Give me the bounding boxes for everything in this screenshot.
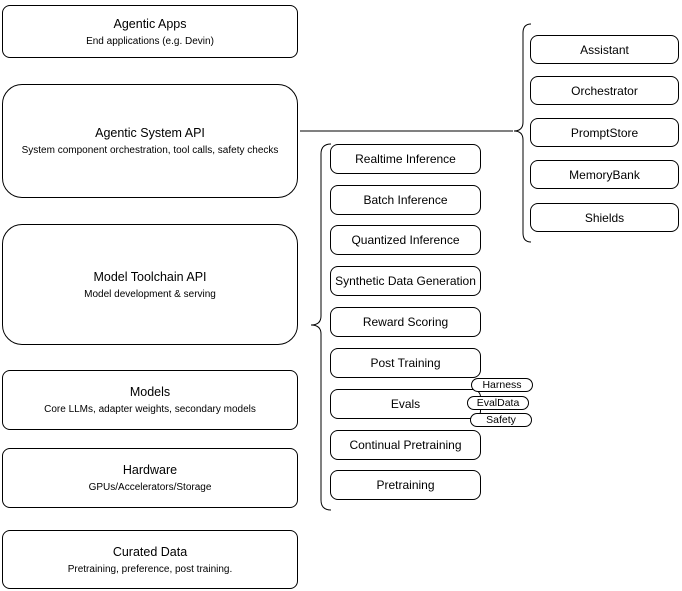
node-quantized-inference: Quantized Inference [330, 225, 481, 255]
node-post-training: Post Training [330, 348, 481, 378]
node-batch-inference: Batch Inference [330, 185, 481, 215]
box-subtitle: Model development & serving [84, 288, 216, 300]
box-curated-data: Curated Data Pretraining, preference, po… [2, 530, 298, 589]
box-subtitle: Pretraining, preference, post training. [67, 563, 233, 575]
node-label: Continual Pretraining [349, 438, 462, 452]
box-subtitle: System component orchestration, tool cal… [21, 145, 279, 156]
node-label: Shields [584, 210, 625, 225]
tag-evaldata: EvalData [467, 396, 529, 410]
box-title: Hardware [122, 463, 178, 477]
node-label: Synthetic Data Generation [335, 274, 476, 288]
node-synthetic-data-generation: Synthetic Data Generation [330, 266, 481, 296]
box-subtitle: Core LLMs, adapter weights, secondary mo… [44, 404, 256, 415]
node-label: Reward Scoring [362, 315, 449, 329]
box-agentic-apps: Agentic Apps End applications (e.g. Devi… [2, 5, 298, 58]
node-label: Pretraining [376, 478, 435, 492]
tag-harness: Harness [471, 378, 533, 392]
node-continual-pretraining: Continual Pretraining [330, 430, 481, 460]
tag-label: Harness [482, 379, 522, 391]
box-subtitle: GPUs/Accelerators/Storage [88, 482, 212, 493]
node-realtime-inference: Realtime Inference [330, 144, 481, 174]
box-model-toolchain-api: Model Toolchain API Model development & … [2, 224, 298, 345]
box-agentic-system-api: Agentic System API System component orch… [2, 84, 298, 198]
node-memorybank: MemoryBank [530, 160, 679, 189]
box-models: Models Core LLMs, adapter weights, secon… [2, 370, 298, 430]
node-label: Batch Inference [363, 193, 448, 207]
tag-label: EvalData [476, 397, 520, 409]
tag-label: Safety [486, 414, 516, 426]
box-hardware: Hardware GPUs/Accelerators/Storage [2, 448, 298, 508]
node-label: PromptStore [570, 125, 639, 140]
box-subtitle: End applications (e.g. Devin) [86, 35, 214, 47]
node-label: Quantized Inference [351, 233, 460, 247]
node-label: Realtime Inference [355, 152, 456, 166]
node-evals: Evals [330, 389, 481, 419]
node-promptstore: PromptStore [530, 118, 679, 147]
brace-model-toolchain [310, 143, 332, 511]
node-label: Evals [390, 397, 421, 411]
node-shields: Shields [530, 203, 679, 232]
box-title: Agentic System API [95, 126, 205, 140]
brace-system-components [513, 23, 532, 243]
node-reward-scoring: Reward Scoring [330, 307, 481, 337]
node-label: Assistant [580, 42, 629, 57]
box-title: Agentic Apps [113, 16, 187, 31]
box-title: Models [129, 385, 171, 399]
node-label: Orchestrator [571, 83, 638, 98]
node-label: MemoryBank [569, 167, 640, 182]
node-pretraining: Pretraining [330, 470, 481, 500]
node-orchestrator: Orchestrator [530, 76, 679, 105]
node-assistant: Assistant [530, 35, 679, 64]
node-label: Post Training [370, 356, 441, 370]
box-title: Model Toolchain API [93, 269, 207, 284]
box-title: Curated Data [112, 544, 188, 559]
tag-safety: Safety [470, 413, 532, 427]
